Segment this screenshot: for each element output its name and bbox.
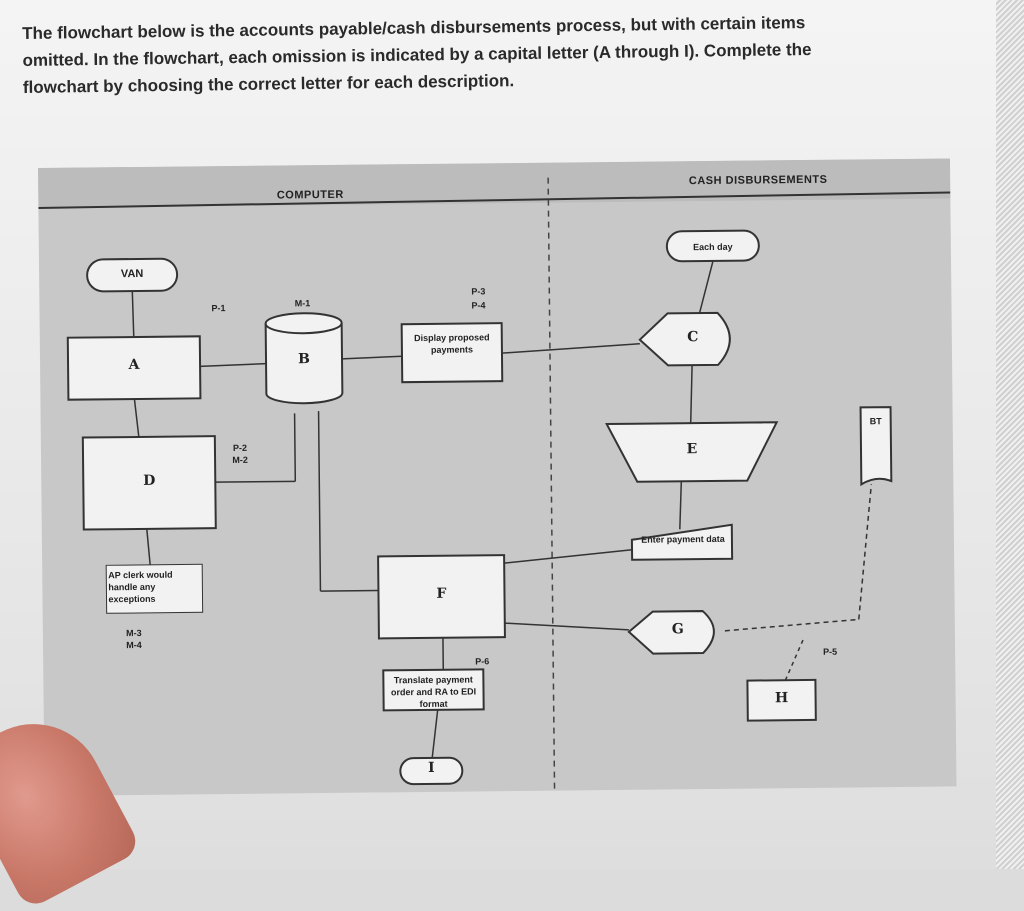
letter-b: B	[266, 353, 342, 366]
flowchart: COMPUTER CASH DISBURSEMENTS VAN A B Disp…	[38, 158, 957, 796]
van-label: VAN	[87, 268, 177, 281]
ref-p6: P-6	[467, 655, 497, 667]
question-text: The flowchart below is the accounts paya…	[22, 7, 923, 101]
lane-title-cash-disbursements: CASH DISBURSEMENTS	[658, 173, 858, 187]
letter-e: E	[637, 443, 747, 456]
lane-divider	[548, 178, 554, 791]
each-day-label: Each day	[667, 240, 759, 253]
lane-title-computer: COMPUTER	[260, 189, 360, 202]
ref-p2: P-2	[225, 442, 255, 454]
translate-label: Translate payment order and RA to EDI fo…	[385, 673, 481, 710]
letter-i: I	[400, 762, 462, 775]
letter-d: D	[83, 474, 215, 487]
background-stripe	[996, 0, 1024, 869]
ap-clerk-label: AP clerk would handle any exceptions	[108, 568, 200, 605]
ref-p5: P-5	[815, 646, 845, 658]
letter-h: H	[748, 692, 816, 705]
letter-g: G	[653, 623, 703, 636]
ref-m4: M-4	[119, 639, 149, 651]
ref-m2: M-2	[225, 454, 255, 466]
enter-payment-data-label: Enter payment data	[636, 533, 730, 546]
ref-m3: M-3	[119, 627, 149, 639]
letter-a: A	[68, 358, 200, 371]
ref-m1: M-1	[287, 297, 317, 309]
letter-f: F	[378, 587, 504, 600]
ref-p3: P-3	[463, 285, 493, 297]
display-proposed-payments-label: Display proposed payments	[406, 331, 498, 356]
ref-p4: P-4	[463, 299, 493, 311]
bt-label: BT	[861, 415, 891, 427]
ref-p1: P-1	[203, 302, 233, 314]
letter-c: C	[668, 331, 718, 344]
